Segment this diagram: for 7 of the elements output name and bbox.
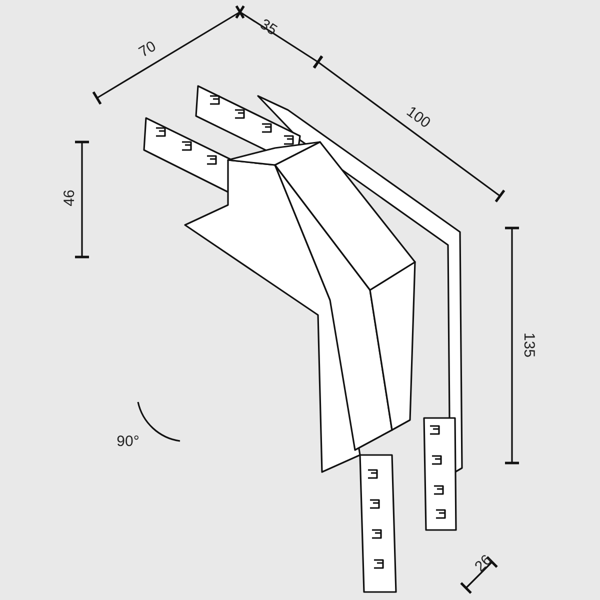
dimension-label: 46 xyxy=(60,190,79,206)
dimension-label: 35 xyxy=(256,14,282,42)
dimension-label: 70 xyxy=(135,36,160,63)
dimension-label: 135 xyxy=(519,332,538,358)
dimension-label: 90° xyxy=(116,432,140,452)
dimension-label: 100 xyxy=(402,102,435,134)
dimension-label: 26 xyxy=(470,550,496,578)
